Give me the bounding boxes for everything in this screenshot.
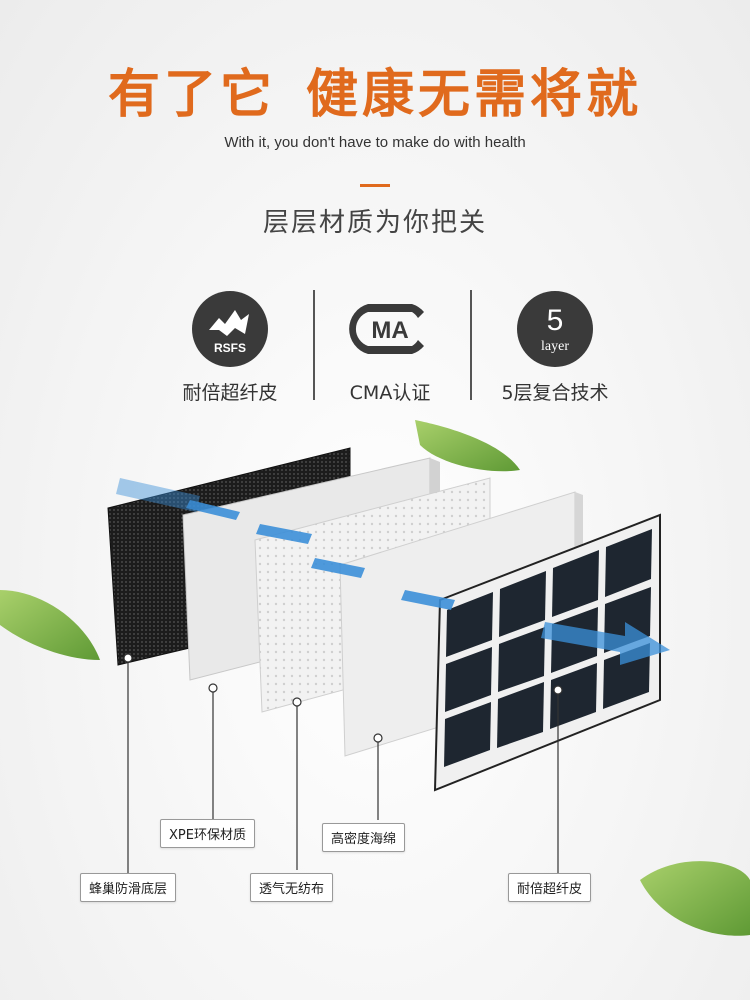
- callout-microfiber: 耐倍超纤皮: [508, 873, 592, 902]
- feature-divider: [470, 290, 472, 400]
- feature-five-layer: 5 layer 5层复合技术: [480, 290, 630, 405]
- arrow-icon: [401, 590, 455, 610]
- feature-divider: [313, 290, 315, 400]
- leaf-top-icon: [415, 420, 520, 472]
- five-layer-icon: 5 layer: [516, 290, 594, 368]
- feature-label-cma: CMA认证: [349, 382, 431, 404]
- feature-cma: MA CMA认证: [315, 290, 465, 405]
- section-title: 层层材质为你把关: [262, 208, 487, 238]
- leaf-right-icon: [640, 861, 750, 936]
- cma-icon-text: MA: [371, 317, 408, 344]
- arrow-icon: [311, 558, 365, 578]
- callout-nonwoven: 透气无纺布: [250, 873, 334, 902]
- leaf-left-icon: [0, 590, 100, 660]
- subheadline: With it, you don't have to make do with …: [224, 134, 526, 151]
- arrow-icon: [541, 622, 670, 665]
- headline: 有了它健康无需将就: [0, 52, 750, 127]
- callout-mesh-base: 蜂巢防滑底层: [80, 873, 177, 902]
- arrow-icon: [256, 524, 312, 544]
- layers-illustration: [0, 420, 750, 936]
- headline-part2: 健康无需将就: [306, 65, 643, 125]
- headline-part1: 有了它: [107, 65, 276, 125]
- rsfs-icon: RSFS: [191, 290, 269, 368]
- layer-microfiber: [433, 513, 661, 792]
- arrow-icon: [116, 478, 200, 512]
- callout-sponge: 高密度海绵: [322, 823, 406, 852]
- rsfs-icon-text: RSFS: [214, 341, 246, 355]
- five-layer-icon-word: layer: [541, 339, 569, 354]
- feature-label-rsfs: 耐倍超纤皮: [182, 382, 278, 404]
- five-layer-icon-number: 5: [547, 304, 564, 337]
- feature-rsfs: RSFS 耐倍超纤皮: [155, 290, 305, 405]
- feature-label-five-layer: 5层复合技术: [501, 382, 609, 404]
- accent-dash: [360, 184, 390, 187]
- arrow-icon: [186, 500, 240, 520]
- callout-xpe: XPE环保材质: [160, 819, 255, 848]
- cma-icon: MA: [349, 290, 429, 368]
